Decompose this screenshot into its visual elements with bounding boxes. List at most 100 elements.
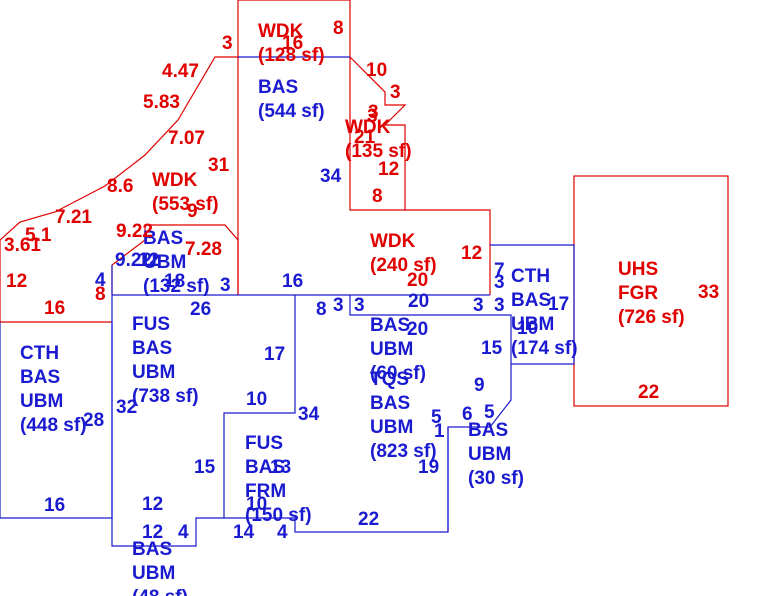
area-size: (128 sf) bbox=[258, 45, 325, 66]
bas-ubm-132-label: BAS UBM (132 sf) bbox=[143, 228, 210, 297]
fus-frm-label: FUS BAS FRM (150 sf) bbox=[245, 433, 312, 526]
dimension-label: 7.28 bbox=[185, 239, 222, 260]
deck-dimension-labels: 3 8 16 10 3 3 4.47 5.83 7.07 31 8.6 7.21… bbox=[4, 18, 719, 403]
area-code: BAS bbox=[245, 457, 285, 478]
dimension-label: 5 bbox=[484, 402, 495, 423]
dimension-label: 8 bbox=[316, 299, 327, 320]
dimension-label: 16 bbox=[44, 495, 65, 516]
dimension-label: 21 bbox=[354, 127, 376, 148]
dimension-label: 12 bbox=[378, 159, 399, 180]
dimension-label: 9 bbox=[187, 201, 198, 222]
dimension-label: 9.22 bbox=[116, 221, 153, 242]
wdk-left-label: WDK (553 sf) bbox=[152, 170, 219, 215]
area-code: BAS bbox=[20, 367, 60, 388]
dimension-label: 17 bbox=[264, 344, 285, 365]
dimension-label: 3 bbox=[494, 272, 505, 293]
wdk-top-outline bbox=[237, 0, 351, 295]
cth-left-label: CTH BAS UBM (448 sf) bbox=[20, 343, 87, 436]
dimension-label: 26 bbox=[190, 299, 211, 320]
bas-ubm-48-label: BAS UBM (48 sf) bbox=[132, 539, 188, 596]
area-size: (132 sf) bbox=[143, 276, 210, 297]
building-dimension-labels: 34 12 9.22 4 18 3 16 26 8 3 3 20 3 20 7 … bbox=[44, 166, 569, 543]
area-code: BAS bbox=[370, 315, 410, 336]
area-size: (240 sf) bbox=[370, 255, 437, 276]
dimension-label: 10 bbox=[246, 494, 267, 515]
dimension-label: 15 bbox=[481, 338, 503, 359]
dimension-label: 22 bbox=[358, 509, 379, 530]
dimension-label: 8 bbox=[372, 186, 383, 207]
dimension-label: 9 bbox=[474, 375, 485, 396]
dimension-label: 12 bbox=[138, 250, 159, 271]
dimension-label: 4 bbox=[95, 270, 106, 291]
area-code: FUS bbox=[132, 314, 170, 335]
area-code: WDK bbox=[345, 117, 391, 138]
dimension-label: 8 bbox=[95, 284, 106, 305]
fus-main-outline bbox=[111, 265, 296, 547]
dimension-label: 20 bbox=[407, 319, 428, 340]
dimension-label: 15 bbox=[194, 457, 216, 478]
dimension-label: 8.6 bbox=[107, 176, 133, 197]
dimension-label: 12 bbox=[142, 494, 163, 515]
dimension-label: 3 bbox=[220, 275, 231, 296]
area-size: (60 sf) bbox=[370, 363, 426, 384]
dimension-label: 4 bbox=[178, 522, 189, 543]
area-code: UBM bbox=[132, 563, 175, 584]
bas-ubm-30-label: BAS UBM (30 sf) bbox=[468, 420, 524, 489]
area-size: (135 sf) bbox=[345, 141, 412, 162]
wdk-left-outline bbox=[0, 56, 238, 322]
area-code: UBM bbox=[511, 314, 554, 335]
area-size: (30 sf) bbox=[468, 468, 524, 489]
area-code: BAS bbox=[468, 420, 508, 441]
dimension-label: 34 bbox=[298, 404, 320, 425]
dimension-label: 8 bbox=[333, 18, 344, 39]
dimension-label: 3 bbox=[367, 106, 378, 127]
dimension-label: 9.22 bbox=[115, 250, 152, 271]
wdk-top-label: WDK (128 sf) bbox=[258, 21, 325, 66]
area-code: WDK bbox=[152, 170, 198, 191]
area-code: FRM bbox=[245, 481, 286, 502]
area-size: (544 sf) bbox=[258, 101, 325, 122]
dimension-label: 13 bbox=[270, 457, 291, 478]
dimension-label: 7 bbox=[494, 260, 505, 281]
dimension-label: 10 bbox=[517, 318, 538, 339]
dimension-label: 31 bbox=[208, 155, 230, 176]
area-code: UBM bbox=[370, 417, 413, 438]
dimension-label: 22 bbox=[638, 382, 659, 403]
wdk-lower-label: WDK (240 sf) bbox=[370, 231, 437, 276]
fus-main-label: FUS BAS UBM (738 sf) bbox=[132, 314, 199, 407]
area-size: (150 sf) bbox=[245, 505, 312, 526]
dimension-label: 28 bbox=[83, 410, 104, 431]
dimension-label: 3 bbox=[222, 33, 233, 54]
area-size: (823 sf) bbox=[370, 441, 437, 462]
area-code: BAS bbox=[132, 338, 172, 359]
dimension-label: 20 bbox=[408, 291, 429, 312]
wdk-right-small-outline bbox=[349, 56, 407, 210]
dimension-label: 16 bbox=[282, 271, 303, 292]
dimension-label: 5.1 bbox=[25, 225, 52, 246]
fus-frm-outline bbox=[224, 295, 512, 533]
area-code: UBM bbox=[143, 252, 186, 273]
tqs-label: TQS BAS UBM (823 sf) bbox=[370, 369, 437, 462]
area-code: FUS bbox=[245, 433, 283, 454]
dimension-label: 3.61 bbox=[4, 235, 41, 256]
dimension-label: 33 bbox=[698, 282, 719, 303]
dimension-label: 4 bbox=[277, 522, 288, 543]
dimension-label: 20 bbox=[407, 270, 428, 291]
area-code: CTH bbox=[511, 266, 550, 287]
area-code: WDK bbox=[370, 231, 416, 252]
wdk-lower-outline bbox=[349, 57, 491, 295]
cth-right-label: CTH BAS UBM (174 sf) bbox=[511, 266, 578, 359]
area-size: (174 sf) bbox=[511, 338, 578, 359]
area-code: UBM bbox=[468, 444, 511, 465]
dimension-label: 32 bbox=[116, 397, 137, 418]
dimension-label: 10 bbox=[366, 60, 387, 81]
dimension-label: 7.07 bbox=[168, 128, 205, 149]
area-code: BAS bbox=[143, 228, 183, 249]
wdk-right-small-label: WDK (135 sf) bbox=[345, 117, 412, 162]
uhs-fgr-label: UHS FGR (726 sf) bbox=[618, 259, 685, 328]
dimension-label: 34 bbox=[320, 166, 342, 187]
dimension-label: 17 bbox=[548, 294, 569, 315]
area-code: CTH bbox=[20, 343, 59, 364]
area-code: UBM bbox=[132, 362, 175, 383]
